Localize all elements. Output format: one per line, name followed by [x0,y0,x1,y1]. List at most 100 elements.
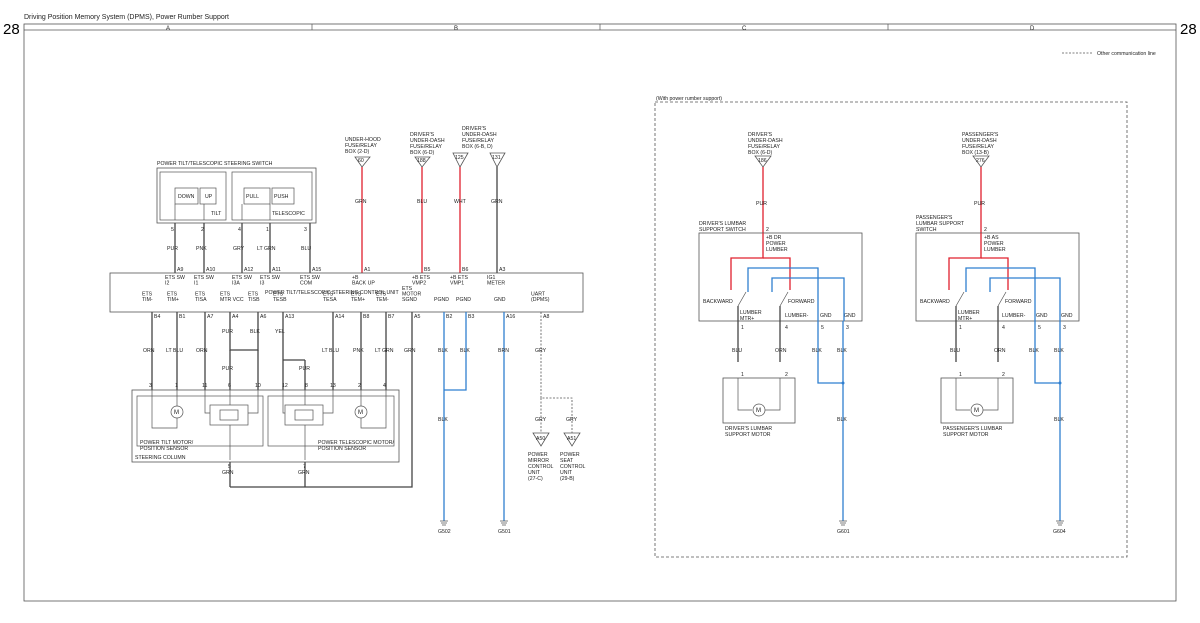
svg-text:MIRROR: MIRROR [528,458,549,464]
ecu-pin-signal: +B [352,275,359,281]
svg-text:3: 3 [304,227,307,233]
svg-text:POWER: POWER [766,241,786,247]
svg-text:DRIVER'S: DRIVER'S [410,132,435,138]
svg-text:GND: GND [820,313,832,319]
ecu-pin-signal: ETS SW [165,275,185,281]
ecu-pin-signal: TIM+ [167,297,179,303]
svg-text:POWER: POWER [984,241,1004,247]
svg-text:DOWN: DOWN [178,194,195,200]
svg-text:ORN: ORN [143,348,155,354]
ecu-pin-signal: METER [487,281,505,287]
svg-text:POWER TILT/TELESCOPIC STEERING: POWER TILT/TELESCOPIC STEERING CONTROL U… [265,290,399,296]
svg-text:POWER: POWER [528,452,548,458]
svg-text:POWER TILT/TELESCOPIC STEERING: POWER TILT/TELESCOPIC STEERING SWITCH [157,161,273,167]
svg-text:PNK: PNK [353,348,364,354]
svg-text:WHT: WHT [454,199,467,205]
ecu-pin-signal: COM [300,281,312,287]
lumbar-option-label: (With power rumber support) [656,96,722,102]
svg-text:5: 5 [1038,325,1041,331]
column-label-a: A [166,26,170,32]
svg-text:BOX (6-B, D): BOX (6-B, D) [462,144,493,150]
svg-text:PULL: PULL [246,194,259,200]
svg-text:GRN: GRN [404,348,416,354]
ecu-pin-number: A11 [272,267,281,273]
ecu-pin-signal: ETS [248,292,259,298]
legend-label: Other communication line [1097,51,1156,57]
svg-text:(29-B): (29-B) [560,476,575,482]
svg-text:1: 1 [741,325,744,331]
svg-text:BRN: BRN [498,348,509,354]
svg-text:POWER: POWER [560,452,580,458]
ecu-pin-signal: TIM- [142,297,153,303]
svg-text:BLK: BLK [1054,348,1064,354]
ecu-pin-signal: +B ETS [450,275,469,281]
ecu-pin-number: A14 [335,314,344,320]
svg-text:PUR: PUR [974,201,985,207]
svg-text:M: M [756,408,761,414]
svg-text:DRIVER'S: DRIVER'S [748,132,773,138]
ecu-pin-signal: TISA [195,297,207,303]
ecu-pin-signal: I3 [260,281,264,287]
svg-text:LUMBER: LUMBER [740,310,762,316]
passenger-fuse: PASSENGER'S UNDER-DASH FUSE/RELAY BOX (1… [962,132,999,168]
svg-text:UNIT: UNIT [528,470,541,476]
svg-text:SUPPORT MOTOR: SUPPORT MOTOR [943,432,989,438]
ecu-pin-signal: +B ETS [412,275,431,281]
svg-text:TILT: TILT [211,211,222,217]
fuse-underhood: UNDER-HOOD FUSE/RELAY BOX (2-D) 60 [345,137,381,168]
ecu-pin-signal: MOTOR [402,292,421,298]
svg-text:1: 1 [959,372,962,378]
svg-text:LUMBER: LUMBER [766,247,788,253]
ecu-pin-signal: ETS SW [194,275,214,281]
svg-text:MTR+: MTR+ [740,316,754,322]
ecu-pin-signal: TESB [273,297,287,303]
svg-text:PUR: PUR [167,246,178,252]
ecu-pin-number: B6 [462,267,468,273]
page-number-left: 28 [3,21,20,38]
ecu-pin-signal: I2 [165,281,169,287]
svg-text:UNDER-DASH: UNDER-DASH [962,138,997,144]
svg-text:11: 11 [202,383,207,389]
ecu-pin-number: B7 [388,314,394,320]
svg-text:2: 2 [766,227,769,233]
svg-text:1: 1 [266,227,269,233]
svg-text:3: 3 [1063,325,1066,331]
svg-text:BACKWARD: BACKWARD [920,299,950,305]
svg-text:YEL: YEL [275,329,285,335]
ecu-pin-number: A16 [506,314,515,320]
svg-text:BOX (6-D): BOX (6-D) [410,150,434,156]
svg-text:UNIT: UNIT [560,470,573,476]
driver-lumbar-switch: DRIVER'S LUMBAR SUPPORT SWITCH +B DR POW… [698,221,863,322]
svg-text:5: 5 [171,227,174,233]
svg-text:BLK: BLK [1029,348,1039,354]
power-mirror-control-unit: A50 POWER MIRROR CONTROL UNIT (27-C) [528,432,553,482]
ecu-pin-signal: VMP1 [450,281,464,287]
svg-text:8: 8 [305,383,308,389]
ecu-pin-signal: TISB [248,297,260,303]
svg-text:LT BLU: LT BLU [322,348,339,354]
svg-text:SUPPORT MOTOR: SUPPORT MOTOR [725,432,771,438]
svg-text:BLK: BLK [1054,417,1064,423]
svg-text:DRIVER'S LUMBAR: DRIVER'S LUMBAR [699,221,746,227]
svg-text:4: 4 [1002,325,1005,331]
ecu-pin-number: A13 [285,314,294,320]
column-label-c: C [742,26,747,32]
svg-text:BOX (13-B): BOX (13-B) [962,150,989,156]
svg-text:GND: GND [1061,313,1073,319]
svg-text:BLK: BLK [460,348,470,354]
svg-text:BLU: BLU [417,199,427,205]
svg-text:GRN: GRN [298,470,310,476]
svg-text:GRY: GRY [566,417,578,423]
svg-text:LUMBER-: LUMBER- [785,313,809,319]
ecu-pin-number: A6 [260,314,266,320]
svg-text:UP: UP [205,194,213,200]
svg-text:LT BLU: LT BLU [166,348,183,354]
svg-text:SWITCH: SWITCH [916,227,937,233]
svg-text:BLK: BLK [837,348,847,354]
svg-text:PASSENGER'S: PASSENGER'S [962,132,999,138]
svg-text:UNDER-DASH: UNDER-DASH [748,138,783,144]
ecu-pin-number: A10 [206,267,215,273]
svg-text:PNK: PNK [196,246,207,252]
svg-text:FUSE/RELAY: FUSE/RELAY [748,144,780,150]
